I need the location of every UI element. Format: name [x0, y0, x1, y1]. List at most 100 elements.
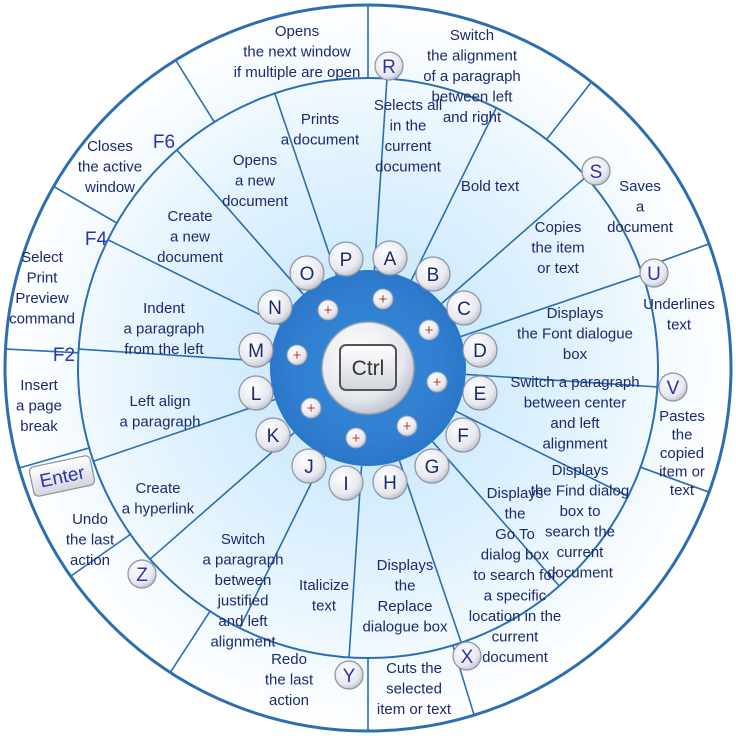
key-f2[interactable]: F2 [53, 345, 75, 366]
key-letter: K [267, 426, 280, 447]
outer-spoke [19, 447, 90, 469]
key-n[interactable]: N [257, 289, 293, 325]
key-s[interactable]: S [581, 156, 611, 186]
key-letter: E [474, 384, 487, 405]
inner-spoke [460, 274, 643, 338]
inner-spoke [398, 460, 462, 643]
key-k[interactable]: K [255, 417, 291, 453]
key-j[interactable]: J [291, 448, 327, 484]
svg-text:+: + [324, 302, 333, 319]
key-d[interactable]: D [462, 332, 498, 368]
inner-spoke [107, 239, 281, 326]
plus-mark: + [317, 299, 339, 321]
key-letter: Z [136, 565, 148, 586]
svg-text:+: + [425, 322, 434, 339]
plus-mark: + [426, 371, 448, 393]
outer-key-badges: R S U V X Y Z Enter F2 F4 F6 [28, 51, 688, 690]
inner-spoke [93, 398, 276, 462]
outer-spokes [6, 6, 709, 730]
outer-spoke [170, 610, 211, 673]
inner-spokes [78, 78, 658, 658]
ctrl-key[interactable]: Ctrl [321, 321, 415, 415]
plus-mark: + [345, 427, 367, 449]
inner-spoke [455, 410, 629, 497]
key-l[interactable]: L [238, 375, 274, 411]
key-letter: H [383, 473, 397, 494]
inner-spoke [441, 176, 587, 304]
svg-text:+: + [379, 291, 388, 308]
key-letter: I [343, 474, 348, 495]
svg-text:+: + [293, 347, 302, 364]
key-f[interactable]: F [445, 417, 481, 453]
key-x[interactable]: X [452, 641, 482, 671]
key-letter: V [667, 378, 680, 399]
plus-marks: + + + + + + + + [286, 288, 448, 449]
svg-text:+: + [307, 400, 316, 417]
inner-spoke [239, 455, 326, 629]
key-letter: M [248, 341, 264, 362]
key-p[interactable]: P [328, 241, 364, 277]
key-u[interactable]: U [639, 258, 669, 288]
key-e[interactable]: E [462, 375, 498, 411]
key-letter: B [427, 265, 440, 286]
outer-spoke [545, 82, 592, 140]
key-v[interactable]: V [658, 372, 688, 402]
svg-text:+: + [403, 418, 412, 435]
key-letter: J [304, 457, 314, 478]
key-letter: U [647, 264, 661, 285]
inner-spoke [373, 78, 388, 271]
outer-spoke [6, 348, 79, 354]
key-letter: D [473, 341, 487, 362]
inner-spoke [78, 348, 271, 363]
inner-spoke [149, 432, 295, 560]
desc-b: Bold text [461, 178, 520, 195]
key-enter[interactable]: Enter [28, 455, 96, 497]
key-letter: C [457, 299, 471, 320]
plus-mark: + [286, 344, 308, 366]
key-f4[interactable]: F4 [85, 229, 108, 250]
key-g[interactable]: G [414, 448, 450, 484]
inner-spoke [410, 107, 497, 281]
key-c[interactable]: C [446, 290, 482, 326]
key-y[interactable]: Y [334, 660, 364, 690]
key-z[interactable]: Z [127, 559, 157, 589]
key-letter: F [457, 426, 469, 447]
key-b[interactable]: B [415, 256, 451, 292]
inner-spoke [432, 441, 560, 587]
key-m[interactable]: M [238, 332, 274, 368]
key-letter: F2 [53, 345, 75, 366]
key-i[interactable]: I [328, 465, 364, 501]
svg-text:+: + [352, 430, 361, 447]
ctrl-key-label: Ctrl [352, 357, 385, 380]
key-letter: Y [343, 666, 356, 687]
key-letter: G [425, 457, 440, 478]
key-letter: P [340, 250, 353, 271]
key-r[interactable]: R [374, 51, 404, 81]
key-letter: R [382, 57, 396, 78]
key-a[interactable]: A [372, 240, 408, 276]
key-h[interactable]: H [372, 464, 408, 500]
key-o[interactable]: O [289, 255, 325, 291]
key-letter: F6 [153, 132, 175, 153]
key-f6[interactable]: F6 [153, 132, 175, 153]
